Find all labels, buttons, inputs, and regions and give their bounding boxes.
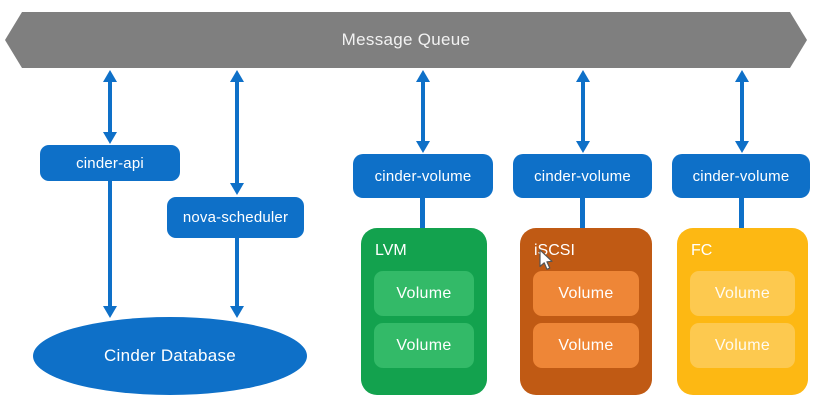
volume-label: Volume (396, 336, 452, 354)
volume-box: Volume (533, 323, 639, 368)
arrow-mq-nova-scheduler (230, 70, 244, 195)
volume-label: Volume (714, 284, 771, 302)
volume-box: Volume (533, 271, 639, 316)
arrow-shaft (108, 80, 112, 134)
node-label: Cinder Database (103, 346, 237, 365)
node-label: cinder-api (76, 154, 144, 172)
arrow-shaft (581, 80, 585, 143)
backend-iscsi: iSCSI Volume Volume (520, 228, 652, 395)
node-cinder-api: cinder-api (40, 145, 180, 181)
node-label: nova-scheduler (182, 209, 289, 226)
mouse-pointer-icon (538, 249, 554, 276)
volume-box: Volume (374, 323, 474, 368)
volume-label: Volume (714, 336, 771, 354)
arrow-shaft (235, 238, 239, 308)
volume-label: Volume (558, 336, 614, 354)
volume-label: Volume (558, 284, 614, 302)
connector-cinder-volume-lvm (420, 197, 425, 228)
arrow-shaft (108, 181, 112, 308)
arrow-mq-cinder-volume-fc (735, 70, 749, 153)
backend-fc: FC Volume Volume (677, 228, 808, 395)
arrow-mq-cinder-api (103, 70, 117, 144)
node-nova-scheduler: nova-scheduler (167, 197, 304, 238)
arrow-nova-scheduler-to-database (230, 238, 244, 318)
backend-lvm: LVM Volume Volume (361, 228, 487, 395)
connector-cinder-volume-iscsi (580, 197, 585, 228)
node-cinder-volume-lvm: cinder-volume (353, 154, 493, 198)
node-cinder-database: Cinder Database (33, 317, 307, 395)
message-queue-banner: Message Queue (5, 12, 807, 68)
node-cinder-volume-iscsi: cinder-volume (513, 154, 652, 198)
arrow-cinder-api-to-database (103, 181, 117, 318)
volume-label: Volume (396, 284, 452, 302)
arrow-shaft (235, 80, 239, 185)
node-cinder-volume-fc: cinder-volume (672, 154, 810, 198)
connector-cinder-volume-fc (739, 197, 744, 228)
volume-box: Volume (690, 271, 795, 316)
volume-box: Volume (690, 323, 795, 368)
node-label: cinder-volume (374, 167, 472, 185)
backend-label: FC (691, 242, 713, 259)
arrow-shaft (421, 80, 425, 143)
backend-label: LVM (375, 242, 407, 259)
volume-box: Volume (374, 271, 474, 316)
node-label: cinder-volume (534, 167, 631, 185)
arrow-mq-cinder-volume-iscsi (576, 70, 590, 153)
message-queue-label: Message Queue (341, 30, 471, 49)
arrow-shaft (740, 80, 744, 143)
node-label: cinder-volume (692, 167, 790, 185)
arrow-mq-cinder-volume-lvm (416, 70, 430, 153)
